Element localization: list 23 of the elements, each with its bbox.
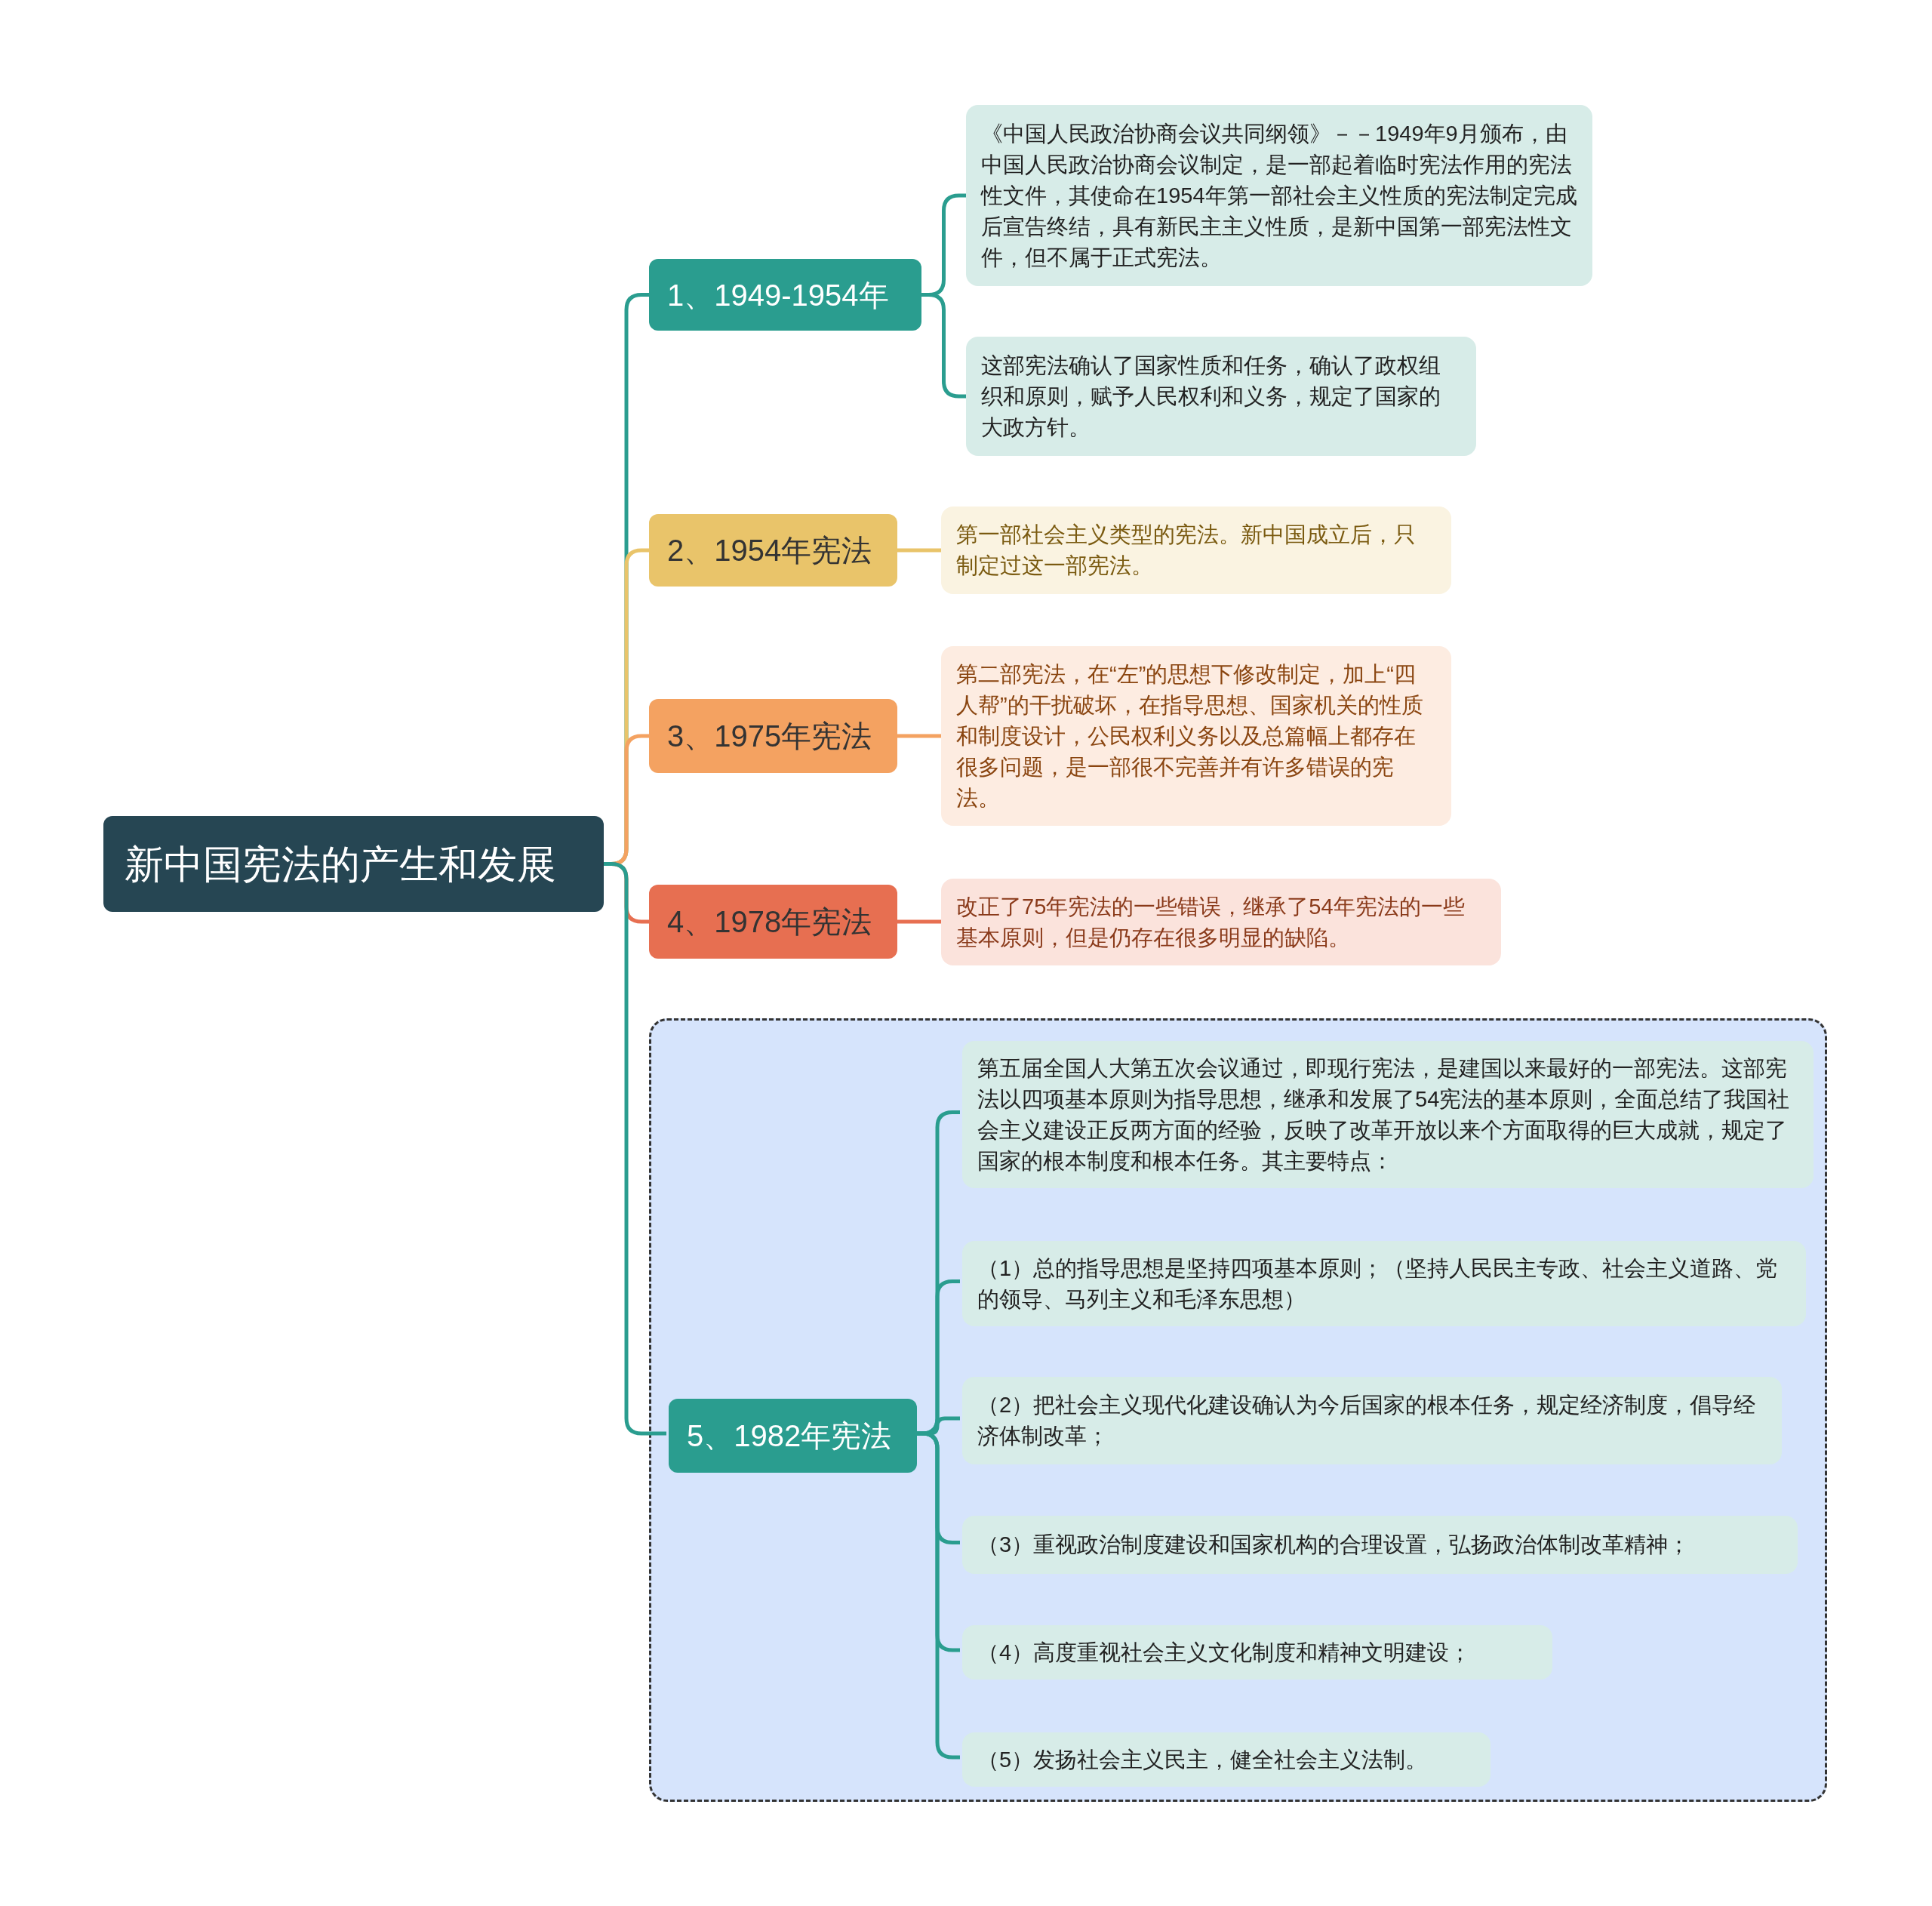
note-card: 第五届全国人大第五次会议通过，即现行宪法，是建国以来最好的一部宪法。这部宪法以四项基本原则为指导思想，继承和发展了54宪法的基本原则，全面总结了我国社会主义建设正反两方面的经验，反映了改革开放以来个方面取得的巨大成就，规定了国家的根本制度和根本任务。其主要特点： [962, 1041, 1814, 1188]
note-card: （5）发扬社会主义民主，健全社会主义法制。 [962, 1732, 1491, 1787]
connector-line [897, 548, 941, 553]
note-card: 《中国人民政治协商会议共同纲领》－－1949年9月颁布，由中国人民政治协商会议制定，是一部起着临时宪法作用的宪法性文件，其使命在1954年第一部社会主义性质的宪法制定完成后宣告终结，具有新民主主义性质，是新中国第一部宪法性文件，但不属于正式宪法。 [966, 105, 1592, 286]
note-card: 第二部宪法，在“左”的思想下修改制定，加上“四人帮”的干扰破坏，在指导思想、国家机关的性质和制度设计，公民权利义务以及总篇幅上都存在很多问题，是一部很不完善并有许多错误的宪法。 [941, 646, 1451, 826]
connector-line [921, 293, 966, 399]
connector-line [897, 734, 941, 738]
branch-topic: 1、1949-1954年 [649, 259, 921, 331]
branch-topic: 4、1978年宪法 [649, 885, 897, 959]
central-topic: 新中国宪法的产生和发展 [103, 816, 604, 912]
connector-line [897, 919, 941, 924]
note-card: 第一部社会主义类型的宪法。新中国成立后，只制定过这一部宪法。 [941, 507, 1451, 594]
connector-line [604, 862, 666, 1436]
note-card: （3）重视政治制度建设和国家机构的合理设置，弘扬政治体制改革精神； [962, 1516, 1798, 1574]
note-card: （4）高度重视社会主义文化制度和精神文明建设； [962, 1625, 1552, 1680]
branch-topic: 5、1982年宪法 [669, 1399, 917, 1473]
note-card: 改正了75年宪法的一些错误，继承了54年宪法的一些基本原则，但是仍存在很多明显的缺陷。 [941, 879, 1501, 965]
note-card: 这部宪法确认了国家性质和任务，确认了政权组织和原则，赋予人民权利和义务，规定了国家的大政方针。 [966, 337, 1476, 456]
note-card: （2）把社会主义现代化建设确认为今后国家的根本任务，规定经济制度，倡导经济体制改革； [962, 1377, 1782, 1464]
branch-topic: 3、1975年宪法 [649, 699, 897, 773]
group-frame [649, 1018, 1827, 1802]
branch-topic: 2、1954年宪法 [649, 514, 897, 587]
note-card: （1）总的指导思想是坚持四项基本原则；（坚持人民民主专政、社会主义道路、党的领导、马列主义和毛泽东思想） [962, 1241, 1806, 1326]
